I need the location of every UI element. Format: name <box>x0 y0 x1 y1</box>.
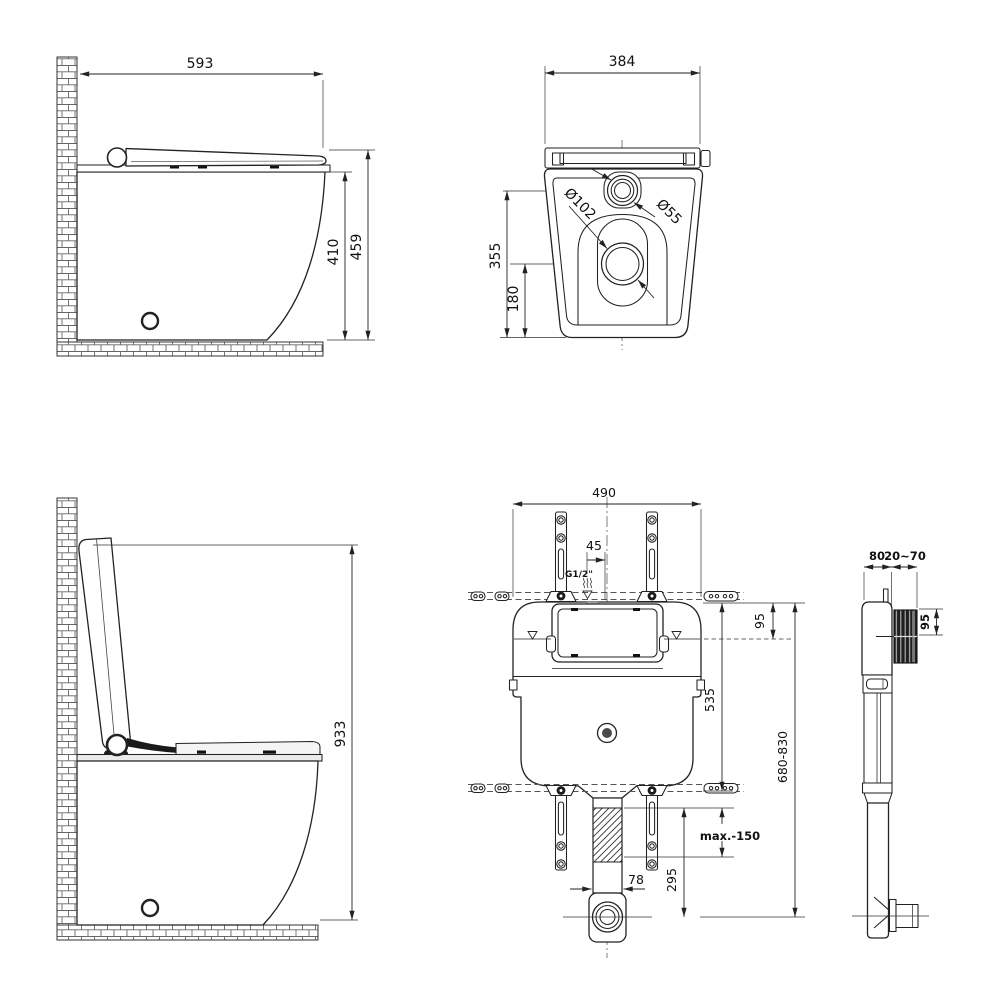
side-clip-left <box>508 679 518 691</box>
mounting-rail-bottom-left <box>554 785 568 871</box>
dim-inlet-distance-label: 355 <box>488 243 504 270</box>
outlet-pipe <box>588 797 627 943</box>
down-pipe <box>866 802 919 939</box>
mounting-rail-top-left <box>554 511 568 596</box>
flush-plate-housing <box>893 609 918 664</box>
cistern-body-side <box>861 601 893 676</box>
dim-adjustment-range-label: 20~70 <box>884 549 926 563</box>
water-inlet-symbol <box>582 577 593 600</box>
dim-cistern-depth-label: 80 <box>869 549 885 563</box>
view-cistern-side: 80 20~70 95 <box>852 549 943 939</box>
dim-toilet-overall-height-label: 459 <box>349 234 365 261</box>
dimensions-bottom-view: 384 355 180 <box>488 54 701 338</box>
dim-outlet-pipe-width-label: 78 <box>628 872 644 887</box>
dimensions-side-closed: 593 459 410 <box>80 56 375 341</box>
access-panel <box>545 603 670 663</box>
view-toilet-bottom: Ø102 Ø55 384 355 180 <box>488 54 711 350</box>
dimensions-side-open: 933 <box>93 544 358 921</box>
side-clip-right <box>696 679 706 691</box>
body-drain-cap <box>140 311 160 331</box>
inlet-thread-label: G1/2" <box>565 570 593 580</box>
fixing-bracket-top-left <box>545 590 577 603</box>
body-drain-cap <box>140 898 160 918</box>
toilet-lid-open <box>78 537 131 750</box>
waste-outlet <box>600 242 645 286</box>
lid-hinge <box>106 147 128 168</box>
seat-hinge-unit <box>544 147 711 169</box>
mounting-rail-top-right <box>645 511 659 596</box>
bowl-inner-rim <box>552 177 696 326</box>
wall-section <box>56 497 78 941</box>
top-pin <box>882 588 889 603</box>
dim-flush-plate-height-label: 95 <box>918 614 932 630</box>
view-cistern-front: 490 45 G1/2" 95 535 680-830 <box>468 485 805 958</box>
dim-outlet-distance-label: 180 <box>506 286 522 313</box>
seat-raised <box>175 740 321 756</box>
view-toilet-side-closed: 593 459 410 <box>56 56 375 357</box>
dim-inlet-offset-label: 45 <box>586 538 602 553</box>
lid-inner-line <box>130 160 324 162</box>
seat-hinge-arm <box>125 738 178 753</box>
lid-hinge <box>105 733 129 757</box>
dim-top-to-water-level-label: 95 <box>752 613 767 629</box>
water-level-marks <box>514 631 700 640</box>
wall-rail-top <box>468 590 744 602</box>
dim-top-to-lower-rail-label: 535 <box>702 688 717 712</box>
frame-column <box>861 674 893 804</box>
dim-max-pipe-cut-label: max.-150 <box>700 829 760 843</box>
fixing-bracket-top-right <box>636 590 668 603</box>
toilet-body <box>76 171 326 341</box>
fixing-bracket-bottom-left <box>545 784 577 797</box>
dim-toilet-seat-height-label: 410 <box>326 239 342 266</box>
lid-inner-line <box>96 538 115 741</box>
floor-section <box>56 341 324 357</box>
dim-cistern-width-label: 490 <box>592 485 616 500</box>
pipe-cut-zone <box>592 807 623 863</box>
wall-section <box>56 56 78 343</box>
fixing-bracket-bottom-right <box>636 784 668 797</box>
dimensions-cistern-front: 490 45 G1/2" 95 535 680-830 <box>512 485 805 917</box>
dim-rail-to-outlet-label: 295 <box>664 868 679 892</box>
dim-toilet-width-label: 593 <box>187 56 214 72</box>
mounting-rail-bottom-right <box>645 785 659 871</box>
dim-open-lid-height-label: 933 <box>333 721 349 748</box>
bowl-cavity <box>577 213 668 325</box>
dim-install-height-range-label: 680-830 <box>775 731 790 783</box>
dim-bottom-width-label: 384 <box>609 54 636 70</box>
flush-valve-port <box>596 722 618 744</box>
toilet-body <box>76 760 319 926</box>
view-toilet-side-open: 933 <box>56 497 358 941</box>
water-inlet <box>606 174 639 207</box>
toilet-lid-closed <box>125 147 327 167</box>
floor-section <box>56 924 319 941</box>
